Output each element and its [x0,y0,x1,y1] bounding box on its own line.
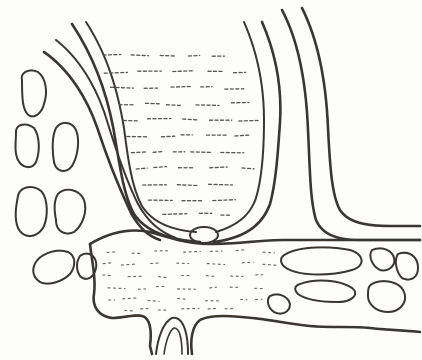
blob-left-4 [16,187,47,236]
stipple-stroke [151,263,160,264]
hatch-stroke [239,121,258,122]
blob-left-2 [16,125,39,168]
blob-left-1 [22,70,46,116]
hatch-stroke [213,200,235,201]
hatch-stroke [163,214,187,215]
stipple-stroke [121,264,136,265]
stipple-stroke [159,277,167,278]
stipple-stroke [103,263,112,264]
hatch-stroke [177,185,197,186]
bottom-arch [156,318,188,354]
hatch-stroke [242,168,254,169]
hatch-stroke [146,103,160,104]
band-stipple [103,250,276,311]
sac-left-wall-outer [72,24,200,242]
sac-left-wall-inner [86,22,196,232]
stipple-stroke [125,311,133,312]
lower-band-bottom-edge [191,316,420,354]
blob-left-5 [55,190,86,234]
hatch-stroke [209,184,233,185]
stipple-stroke [107,252,115,253]
stipple-stroke [242,262,253,263]
hatch-stroke [136,168,147,169]
blob-left-3 [53,123,78,171]
hatch-stroke [191,152,212,153]
hatch-stroke [162,136,175,137]
blob-right-4 [368,281,405,312]
stipple-stroke [148,301,159,302]
blob-right-3 [295,281,355,302]
hatch-stroke [196,105,219,106]
hatch-stroke [111,87,134,88]
hatch-stroke [173,71,192,72]
stipple-stroke [103,275,113,276]
stipple-stroke [108,288,125,289]
sac-bottom-node [190,227,218,243]
blob-left-6 [33,251,74,284]
stipple-stroke [236,250,246,251]
stipple-stroke [184,251,201,252]
hatch-stroke [171,87,190,88]
hatch-stroke [103,55,121,56]
hatch-stroke [183,119,199,120]
stipple-stroke [207,264,224,265]
hatch-stroke [104,72,127,73]
hatch-stroke [131,55,148,56]
lower-band-top-edge [90,231,420,245]
stipple-stroke [263,252,274,253]
sac-right-wall-inner [216,22,264,232]
hatch-stroke [160,56,176,57]
hatch-stroke [154,167,167,168]
hatch-stroke [153,152,163,153]
right-tube-right-edge [302,8,420,226]
stipple-stroke [123,298,136,299]
lower-band-outline [90,244,152,354]
blob-right-1 [281,247,361,274]
hatch-stroke [189,56,200,57]
hatch-stroke [210,167,227,168]
hatch-stroke [167,105,181,106]
blob-right-5 [396,253,418,280]
bottom-arch-inner [164,328,182,354]
blob-right-6 [268,294,290,313]
stipple-stroke [178,299,186,300]
hatch-stroke [235,135,249,136]
stipple-stroke [206,276,214,277]
stipple-stroke [263,264,276,265]
right-tube-left-edge [282,10,420,240]
sac-right-wall-outer [214,22,280,242]
hatch-stroke [131,152,145,153]
blob-right-2 [370,248,394,270]
stipple-stroke [210,287,217,288]
